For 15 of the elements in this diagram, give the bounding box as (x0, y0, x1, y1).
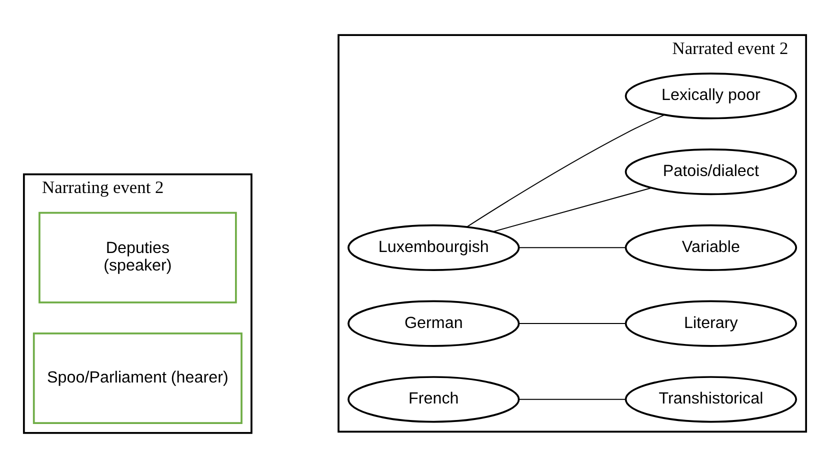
connector (492, 187, 652, 232)
connector (518, 398, 626, 400)
node-box: Spoo/Parliament (hearer) (32, 332, 242, 424)
node-box: Deputies (speaker) (38, 212, 236, 304)
connector (518, 247, 626, 248)
node-ellipse: Lexically poor (624, 72, 797, 120)
node-ellipse: Variable (624, 224, 797, 271)
node-ellipse: German (347, 300, 520, 347)
connector (518, 323, 626, 324)
node-ellipse: Literary (624, 300, 797, 347)
node-ellipse: Patois/dialect (624, 148, 797, 196)
node-ellipse: French (347, 376, 520, 423)
node-ellipse: Luxembourgish (347, 224, 520, 271)
node-ellipse: Transhistorical (624, 376, 797, 423)
connector (466, 114, 664, 228)
